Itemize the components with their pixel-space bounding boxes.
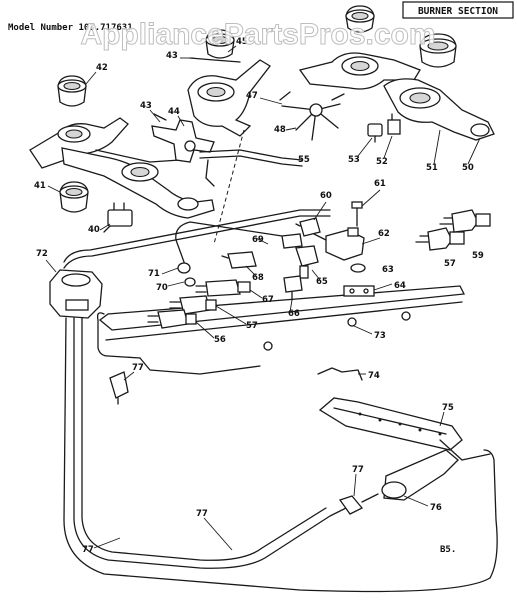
label-64: 67 [262,295,274,305]
label-60: 63 [382,265,394,275]
burner-valve-56-left [169,295,217,315]
part-52-bracket [387,113,401,135]
burner-cap-42 [57,75,87,107]
label-62: 65 [316,277,328,287]
fitting-67 [184,277,196,287]
spud-57 [295,217,321,237]
label-67: 70 [156,283,168,293]
label-40: 40 [88,225,100,235]
burner-assembly-left-upper [29,117,181,169]
label-70: 73 [374,331,386,341]
page-code: B5. [440,545,456,555]
label-48: 48 [274,125,286,135]
label-53: 53 [348,155,360,165]
label-74: 77 [352,465,364,475]
fitting-68 [177,262,191,274]
section-title-box [402,1,514,19]
spud-66 [281,233,303,249]
burner-valve-65 [221,251,257,269]
label-58: 61 [374,179,386,189]
label-44: 44 [168,107,180,117]
burner-assembly-right-lower [383,78,495,141]
label-42: 42 [96,63,108,73]
tube-stub [205,159,215,187]
label-75: 77 [196,509,208,519]
label-50: 50 [462,163,474,173]
pressure-regulator-69 [49,269,103,319]
orifice-74 [338,493,379,515]
label-61: 64 [394,281,406,291]
burner-cap-top-right [345,5,375,33]
burner-valve-59 [313,227,365,261]
label-56-right: 57 [444,259,456,269]
burner-valve-63 [283,275,303,301]
label-71: 74 [368,371,380,381]
label-51: 51 [426,163,438,173]
burner-spider-47 [279,91,345,141]
clip-77 [109,371,129,405]
gas-tube-76 [63,317,498,593]
burner-assembly-right-upper [298,52,421,90]
label-57: 60 [320,191,332,201]
label-77: 77 [132,363,144,373]
part-53-nut [367,123,383,143]
burner-valve-55-left [147,309,197,329]
label-56-left: 57 [246,321,258,331]
burner-valve-64 [195,279,251,297]
screw-58 [351,201,363,227]
gas-tube-75 [73,317,347,569]
gas-tube-75-inner [81,317,327,561]
tube-54-b [199,155,303,167]
leader-lines [45,45,481,551]
ignitor-40 [103,202,133,233]
watermark: AppliancePartsPros.com [80,18,435,51]
label-47: 47 [246,91,258,101]
label-73: 76 [430,503,442,513]
rod-71 [317,367,363,381]
label-76: 77 [82,545,94,555]
gas-tube-68 [175,221,283,263]
manifold-bar-70 [96,285,466,375]
burner-cap-right [419,33,457,68]
label-45: 45 [236,37,248,47]
label-41: 41 [34,181,46,191]
burner-valve-55-right [439,209,491,233]
label-55-left: 56 [214,335,226,345]
oven-burner-tube-73 [381,439,491,501]
burner-assembly-center [187,59,271,137]
section-title: BURNER SECTION [418,6,498,17]
label-66: 69 [252,235,264,245]
label-54: 55 [298,155,310,165]
tube-54-a [199,149,303,161]
burner-cap-41 [59,181,89,213]
label-52: 52 [376,157,388,167]
burner-assembly-left-lower [61,147,215,219]
label-43-mid: 43 [140,101,152,111]
label-72: 75 [442,403,454,413]
burner-valve-62 [295,245,319,279]
label-43-top: 43 [166,51,178,61]
label-69: 72 [36,249,48,259]
tube-43-top [189,57,241,63]
oven-burner-72 [318,397,463,451]
label-63: 66 [288,309,300,319]
orifice-60 [350,263,366,273]
burner-valve-56-right [415,227,465,251]
model-number-text: Model Number 103.717631 [8,23,133,33]
label-55-right: 59 [472,251,484,261]
burner-cap-45 [205,29,235,59]
bracket-61 [343,285,375,297]
label-68: 71 [148,269,160,279]
label-65: 68 [252,273,264,283]
gas-tube-upper-2 [63,215,331,269]
label-59: 62 [378,229,390,239]
gas-tube-upper [63,209,331,263]
